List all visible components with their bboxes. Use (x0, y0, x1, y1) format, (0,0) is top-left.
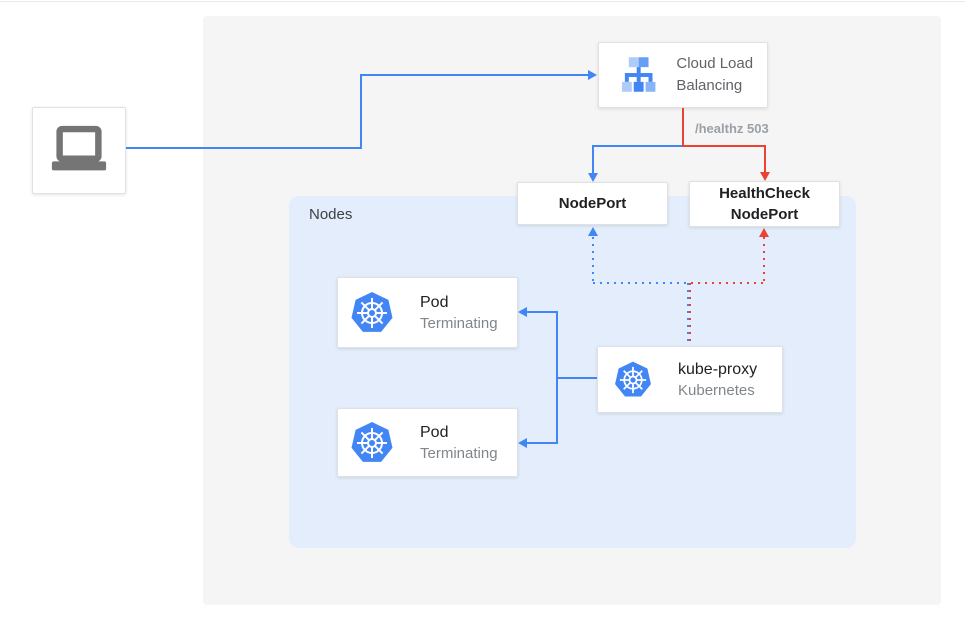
edge-client-clb-h1 (126, 147, 362, 149)
healthcheck-label-line1: HealthCheck (719, 185, 810, 202)
kubernetes-icon (615, 361, 651, 397)
arrowhead-into-clb (588, 70, 597, 80)
edge-clb-healthcheck-h (682, 145, 766, 147)
pod-1-status: Terminating (420, 314, 498, 332)
pod-2-text: Pod Terminating (420, 421, 498, 464)
edge-kubeproxy-out-h (557, 377, 597, 379)
client-card (32, 107, 126, 194)
pod-card-2: Pod Terminating (337, 408, 518, 477)
edge-clb-stem-red (682, 108, 684, 147)
edge-dotted-red-v (763, 237, 765, 283)
edge-clb-healthcheck-v (764, 145, 766, 172)
edge-client-clb-v (360, 74, 362, 149)
kubernetes-icon (351, 421, 393, 462)
nodes-label: Nodes (309, 206, 353, 223)
laptop-icon (51, 125, 107, 170)
kubernetes-icon (351, 291, 393, 332)
healthcheck-nodeport-box: HealthCheck NodePort (689, 181, 840, 227)
pod-1-text: Pod Terminating (420, 291, 498, 334)
arrowhead-into-pod2 (518, 438, 527, 448)
edge-dotted-blue-h (593, 282, 687, 284)
nodeport-box: NodePort (517, 182, 668, 225)
arrowhead-dotted-into-healthcheck (759, 228, 769, 237)
kube-proxy-title: kube-proxy (678, 360, 758, 378)
kube-proxy-subtitle: Kubernetes (678, 381, 755, 399)
arrowhead-into-nodeport (588, 173, 598, 182)
edge-clb-nodeport-v (592, 145, 594, 173)
cloud-load-balancing-card: Cloud Load Balancing (598, 42, 768, 108)
cloud-load-balancing-label: Cloud Load Balancing (676, 55, 754, 94)
edge-clb-nodeport-h (592, 145, 682, 147)
nodeport-label: NodePort (558, 195, 627, 212)
arrowhead-into-healthcheck (760, 172, 770, 181)
pod-1-title: Pod (420, 293, 449, 311)
kube-proxy-card: kube-proxy Kubernetes (597, 346, 783, 413)
edge-dotted-blue-v (592, 237, 594, 283)
top-divider (0, 1, 965, 2)
edge-to-pod2-h (527, 442, 557, 444)
pod-2-title: Pod (420, 423, 449, 441)
pod-card-1: Pod Terminating (337, 277, 518, 348)
healthz-503-label: /healthz 503 (695, 121, 769, 136)
arrowhead-into-pod1 (518, 307, 527, 317)
healthcheck-label-line2: NodePort (730, 206, 799, 223)
edge-to-pod1-h (527, 311, 557, 313)
edge-kubeproxy-stem-dotted (687, 283, 691, 346)
edge-kubeproxy-pods-v (556, 311, 558, 444)
arrowhead-dotted-into-nodeport (588, 227, 598, 236)
edge-dotted-red-h (691, 282, 764, 284)
pod-2-status: Terminating (420, 444, 498, 462)
edge-client-clb-h2 (360, 74, 588, 76)
kube-proxy-text: kube-proxy Kubernetes (678, 358, 757, 401)
cloud-load-balancing-icon (621, 57, 656, 92)
